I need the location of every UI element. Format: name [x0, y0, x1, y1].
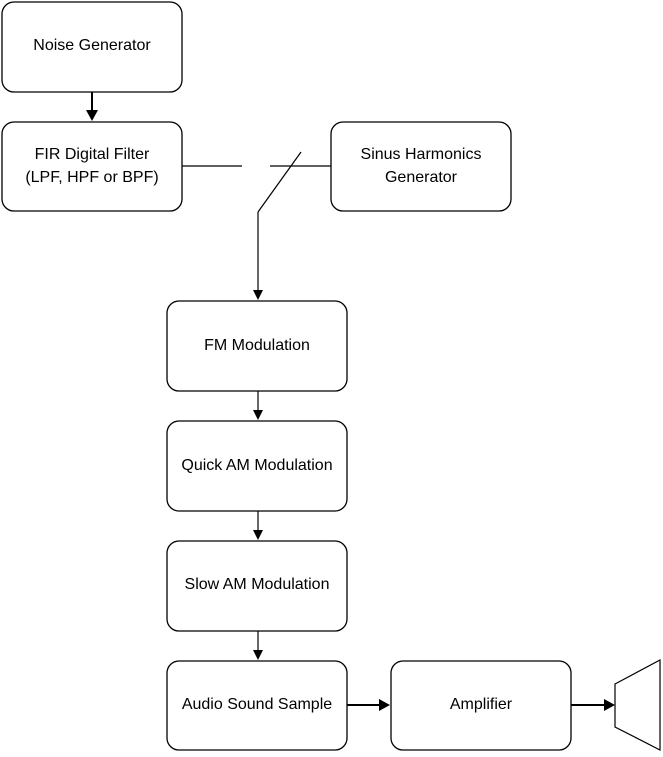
node-quick-am-modulation: Quick AM Modulation [166, 420, 348, 512]
node-amplifier-label: Amplifier [450, 696, 513, 713]
arrowhead-slow-am [253, 530, 263, 540]
arrowhead-fir [86, 110, 98, 121]
node-noise-generator-label: Noise Generator [33, 37, 151, 54]
node-slow-am-modulation-label: Slow AM Modulation [185, 576, 330, 593]
speaker-icon [614, 659, 661, 751]
node-sinus-generator: Sinus Harmonics Generator [330, 121, 512, 212]
node-audio-sound-sample: Audio Sound Sample [166, 660, 348, 751]
node-amplifier: Amplifier [390, 660, 572, 751]
arrowhead-fm [253, 290, 263, 300]
node-fir-filter-label-line1: FIR Digital Filter [35, 146, 150, 163]
node-fm-modulation: FM Modulation [166, 300, 348, 392]
node-fir-filter: FIR Digital Filter (LPF, HPF or BPF) [1, 121, 183, 212]
arrowhead-audio [253, 650, 263, 660]
switch-icon [257, 151, 302, 213]
arrowhead-quick-am [253, 410, 263, 420]
node-fm-modulation-label: FM Modulation [204, 337, 310, 354]
connectors [86, 92, 615, 711]
node-slow-am-modulation: Slow AM Modulation [166, 540, 348, 632]
node-sinus-generator-label-line2: Generator [385, 169, 458, 186]
arrowhead-speaker [604, 699, 615, 711]
node-noise-generator: Noise Generator [1, 1, 183, 93]
arrowhead-amplifier [379, 699, 390, 711]
node-audio-sound-sample-label: Audio Sound Sample [182, 696, 332, 713]
node-quick-am-modulation-label: Quick AM Modulation [181, 457, 332, 474]
node-sinus-generator-label-line1: Sinus Harmonics [361, 146, 482, 163]
node-fir-filter-label-line2: (LPF, HPF or BPF) [25, 169, 158, 186]
